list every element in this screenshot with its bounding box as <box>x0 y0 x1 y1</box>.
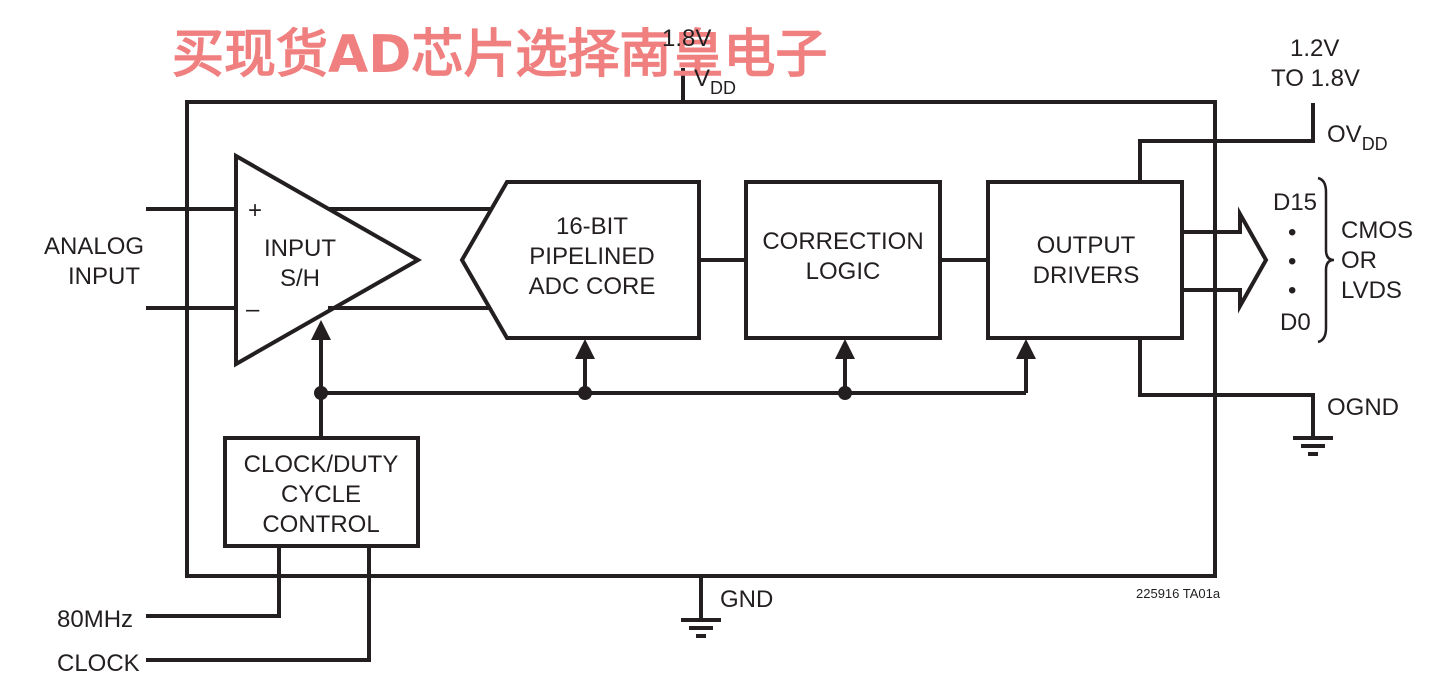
ognd-symbol <box>1293 436 1333 456</box>
clock-input-label-line1: 80MHz <box>57 606 133 633</box>
correction-label-line1: CORRECTION <box>762 228 923 255</box>
clock-control-label-line3: CONTROL <box>262 511 379 538</box>
clock-duty-cycle-control-block <box>223 436 420 548</box>
ognd-label: OGND <box>1327 394 1399 421</box>
output-bracket <box>1317 176 1335 344</box>
output-bus-arrow-icon <box>1182 206 1269 314</box>
output-drivers-label-line2: DRIVERS <box>1033 262 1140 289</box>
ovdd-voltage-line2: TO 1.8V <box>1271 65 1360 92</box>
output-mode-line3: LVDS <box>1341 277 1402 304</box>
clock-control-label-line2: CYCLE <box>281 481 361 508</box>
clock-control-label-line1: CLOCK/DUTY <box>244 451 399 478</box>
gnd-symbol <box>681 576 721 638</box>
correction-label-line2: LOGIC <box>806 258 881 285</box>
clock-input-label-line2: CLOCK <box>57 650 140 677</box>
output-drivers-block <box>986 180 1184 340</box>
vdd-label: VDD <box>694 65 736 98</box>
ovdd-voltage-line1: 1.2V <box>1290 35 1339 62</box>
ovdd-label: OVDD <box>1327 121 1388 154</box>
analog-input-label-line2: INPUT <box>68 263 140 290</box>
adc-label-line2: PIPELINED <box>529 243 654 270</box>
clock-to-output-arrow-icon <box>1016 339 1036 359</box>
sh-label-line1: INPUT <box>264 235 336 262</box>
vdd-voltage-label: 1.8V <box>662 25 711 52</box>
adc-core-block <box>459 180 701 340</box>
plus-sign: + <box>248 197 262 224</box>
sh-label-line2: S/H <box>280 265 320 292</box>
clock-input-line-2 <box>146 546 371 662</box>
output-dot-1: • <box>1288 219 1296 246</box>
output-lsb-label: D0 <box>1280 309 1311 336</box>
ognd-line <box>1138 338 1315 436</box>
adc-label-line3: ADC CORE <box>529 273 656 300</box>
input-sh-amplifier <box>234 152 423 368</box>
ovdd-label-sub: DD <box>1362 134 1388 154</box>
clock-to-correction-arrow-icon <box>835 339 855 359</box>
vdd-label-sub: DD <box>710 78 736 98</box>
vdd-label-main: V <box>694 65 710 92</box>
clock-to-adc-arrow-icon <box>575 339 595 359</box>
analog-input-label-line1: ANALOG <box>44 233 144 260</box>
output-mode-line1: CMOS <box>1341 217 1413 244</box>
figure-id: 225916 TA01a <box>1136 586 1221 601</box>
adc-label-line1: 16-BIT <box>556 213 628 240</box>
output-dot-3: • <box>1288 277 1296 304</box>
watermark-text: 买现货AD芯片选择南皇电子 <box>172 25 827 85</box>
output-mode-line2: OR <box>1341 247 1377 274</box>
output-msb-label: D15 <box>1273 189 1317 216</box>
clock-input-line-1 <box>146 546 281 618</box>
output-dot-2: • <box>1288 248 1296 275</box>
output-drivers-label-line1: OUTPUT <box>1037 232 1136 259</box>
minus-sign: – <box>246 296 260 323</box>
clock-to-sh-arrow-icon <box>311 320 331 340</box>
ovdd-label-main: OV <box>1327 121 1362 148</box>
gnd-label: GND <box>720 586 773 613</box>
ovdd-line <box>1138 103 1315 182</box>
